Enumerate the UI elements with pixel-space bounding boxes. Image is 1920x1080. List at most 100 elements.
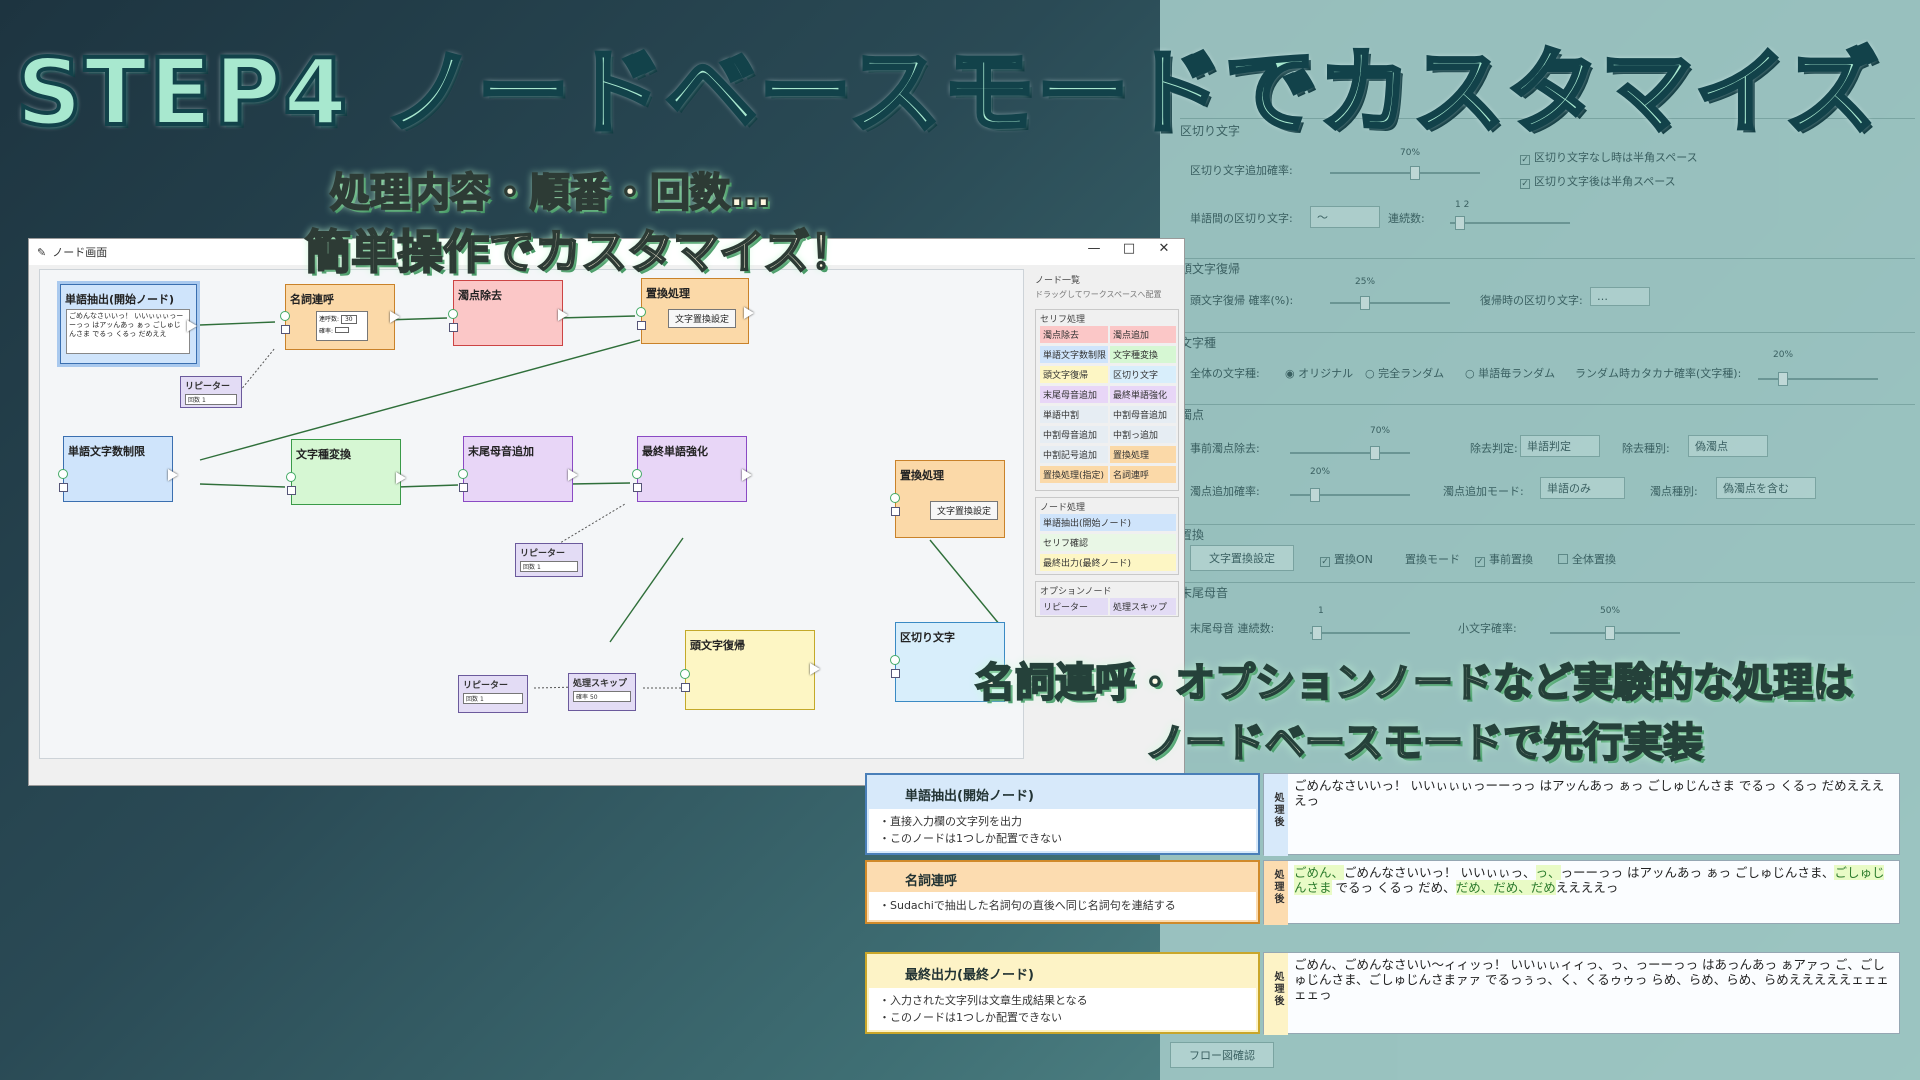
close-icon[interactable]: ✕ bbox=[1158, 241, 1170, 256]
separator-prob-slider[interactable] bbox=[1330, 166, 1480, 180]
node-head-restore[interactable]: 頭文字復帰 bbox=[680, 630, 820, 710]
replace-1-input-port[interactable] bbox=[636, 307, 646, 317]
node-replace-1[interactable]: 置換処理 文字置換設定 bbox=[636, 278, 754, 344]
full-replace-checkbox[interactable]: 全体置換 bbox=[1558, 551, 1616, 567]
palette-item-repeater[interactable]: リピーター bbox=[1040, 598, 1108, 615]
palette-item-noun-repeat[interactable]: 名詞連呼 bbox=[1110, 466, 1176, 483]
replace-on-checkbox[interactable]: ✓置換ON bbox=[1320, 553, 1373, 567]
palette-item-mid-symbol-add[interactable]: 中割記号追加 bbox=[1040, 446, 1108, 463]
repeater-2-count-field[interactable]: 回数 1 bbox=[520, 561, 578, 572]
after-sep-half-space-checkbox[interactable]: ✓区切り文字後は半角スペース bbox=[1520, 175, 1676, 189]
char-type-full-random-radio[interactable]: ○ 完全ランダム bbox=[1365, 367, 1445, 380]
dakuten-remove-input-port[interactable] bbox=[448, 309, 458, 319]
node-separator[interactable]: 区切り文字 bbox=[890, 622, 1005, 702]
palette-item-replace-specified[interactable]: 置換処理(指定) bbox=[1040, 466, 1108, 483]
palette-item-serif-check[interactable]: セリフ確認 bbox=[1040, 534, 1176, 551]
final-word-option-port[interactable] bbox=[633, 483, 642, 492]
noun-repeat-count-input[interactable]: 30 bbox=[340, 315, 357, 324]
node-word-limit[interactable]: 単語文字数制限 bbox=[58, 436, 178, 502]
minimize-icon[interactable]: — bbox=[1087, 241, 1101, 256]
replace-1-settings-button[interactable]: 文字置換設定 bbox=[668, 309, 737, 328]
replace-2-input-port[interactable] bbox=[890, 493, 900, 503]
no-sep-half-space-checkbox[interactable]: ✓区切り文字なし時は半角スペース bbox=[1520, 151, 1698, 165]
noun-repeat-option-port[interactable] bbox=[281, 325, 290, 334]
skip-prob-field[interactable]: 確率 50 bbox=[573, 691, 631, 702]
final-word-input-port[interactable] bbox=[632, 469, 642, 479]
pre-replace-checkbox[interactable]: ✓事前置換 bbox=[1475, 553, 1533, 567]
node-replace-2[interactable]: 置換処理 文字置換設定 bbox=[890, 460, 1005, 538]
palette-item-final-word[interactable]: 最終単語強化 bbox=[1110, 386, 1176, 403]
word-limit-input-port[interactable] bbox=[58, 469, 68, 479]
node-char-type[interactable]: 文字種変換 bbox=[286, 439, 406, 505]
palette-item-final-output[interactable]: 最終出力(最終ノード) bbox=[1040, 554, 1176, 571]
palette-item-mid-vowel-add[interactable]: 中割母音追加 bbox=[1110, 406, 1176, 423]
palette-item-mid-vowel-add-2[interactable]: 中割母音追加 bbox=[1040, 426, 1108, 443]
noun-repeat-input-port[interactable] bbox=[280, 311, 290, 321]
word-limit-output-port[interactable] bbox=[168, 469, 178, 481]
node-repeater-3[interactable]: リピーター 回数 1 bbox=[458, 675, 528, 713]
palette-item-tail-vowel[interactable]: 末尾母音追加 bbox=[1040, 386, 1108, 403]
char-type-option-port[interactable] bbox=[287, 486, 296, 495]
node-tail-vowel[interactable]: 末尾母音追加 bbox=[458, 436, 578, 502]
palette-item-skip[interactable]: 処理スキップ bbox=[1110, 598, 1176, 615]
node-workspace[interactable]: 単語抽出(開始ノード) ごめんなさいいっ！ いいぃぃぃっーーっっ はアッんあっ … bbox=[39, 269, 1024, 759]
flow-chart-button[interactable]: フロー図確認 bbox=[1170, 1042, 1274, 1068]
char-type-original-radio[interactable]: ◉ オリジナル bbox=[1285, 367, 1354, 380]
head-restore-input-port[interactable] bbox=[680, 669, 690, 679]
tail-vowel-option-port[interactable] bbox=[459, 483, 468, 492]
consecutive-slider[interactable] bbox=[1450, 216, 1570, 230]
replace-settings-button[interactable]: 文字置換設定 bbox=[1190, 545, 1294, 571]
char-type-input-port[interactable] bbox=[286, 472, 296, 482]
node-final-word[interactable]: 最終単語強化 bbox=[632, 436, 752, 502]
char-type-output-port[interactable] bbox=[396, 472, 406, 484]
node-repeater-2[interactable]: リピーター 回数 1 bbox=[515, 543, 583, 577]
head-restore-slider[interactable] bbox=[1330, 296, 1450, 310]
tail-vowel-output-port[interactable] bbox=[568, 469, 578, 481]
tail-vowel-count-slider[interactable] bbox=[1310, 626, 1410, 640]
dakuten-type-dropdown[interactable]: 偽濁点を含む bbox=[1716, 477, 1816, 499]
small-char-prob-slider[interactable] bbox=[1550, 626, 1680, 640]
separator-option-port[interactable] bbox=[891, 669, 900, 678]
palette-item-word-extract[interactable]: 単語抽出(開始ノード) bbox=[1040, 514, 1176, 531]
maximize-icon[interactable]: □ bbox=[1122, 241, 1136, 256]
node-repeater-1[interactable]: リピーター 回数 1 bbox=[180, 376, 242, 408]
node-dakuten-remove[interactable]: 濁点除去 bbox=[448, 280, 568, 346]
replace-1-option-port[interactable] bbox=[637, 321, 646, 330]
head-restore-sep-input[interactable]: … bbox=[1590, 287, 1650, 306]
dakuten-add-mode-dropdown[interactable]: 単語のみ bbox=[1540, 477, 1625, 499]
dakuten-remove-option-port[interactable] bbox=[449, 323, 458, 332]
palette-item-mid-tsu-add[interactable]: 中割っ追加 bbox=[1110, 426, 1176, 443]
repeater-3-count-field[interactable]: 回数 1 bbox=[463, 693, 523, 704]
palette-item-dakuten-remove[interactable]: 濁点除去 bbox=[1040, 326, 1108, 343]
char-type-word-random-radio[interactable]: ○ 単語毎ランダム bbox=[1465, 367, 1556, 380]
palette-item-separator[interactable]: 区切り文字 bbox=[1110, 366, 1176, 383]
palette-item-head-restore[interactable]: 頭文字復帰 bbox=[1040, 366, 1108, 383]
noun-repeat-prob-input[interactable] bbox=[334, 327, 349, 333]
palette-item-dakuten-add[interactable]: 濁点追加 bbox=[1110, 326, 1176, 343]
palette-item-char-type[interactable]: 文字種変換 bbox=[1110, 346, 1176, 363]
start-node-output-port[interactable] bbox=[187, 320, 197, 332]
start-node-input[interactable]: ごめんなさいいっ！ いいぃぃぃっーーっっ はアッんあっ ぁっ ごしゅじんさま で… bbox=[66, 309, 190, 354]
node-word-extract-start[interactable]: 単語抽出(開始ノード) ごめんなさいいっ！ いいぃぃぃっーーっっ はアッんあっ … bbox=[60, 284, 197, 364]
replace-2-option-port[interactable] bbox=[891, 507, 900, 516]
dakuten-remove-output-port[interactable] bbox=[558, 309, 568, 321]
word-limit-option-port[interactable] bbox=[59, 483, 68, 492]
remove-judge-dropdown[interactable]: 単語判定 bbox=[1520, 435, 1600, 457]
replace-2-settings-button[interactable]: 文字置換設定 bbox=[930, 501, 999, 520]
tail-vowel-input-port[interactable] bbox=[458, 469, 468, 479]
noun-repeat-output-port[interactable] bbox=[390, 311, 400, 323]
separator-input-port[interactable] bbox=[890, 655, 900, 665]
replace-1-output-port[interactable] bbox=[744, 307, 754, 319]
dakuten-add-prob-slider[interactable] bbox=[1290, 488, 1410, 502]
node-skip[interactable]: 処理スキップ 確率 50 bbox=[568, 673, 636, 711]
katakana-prob-slider[interactable] bbox=[1758, 372, 1878, 386]
palette-item-replace[interactable]: 置換処理 bbox=[1110, 446, 1176, 463]
between-words-input[interactable]: 〜 bbox=[1310, 206, 1380, 228]
head-restore-output-port[interactable] bbox=[810, 663, 820, 675]
pre-remove-slider[interactable] bbox=[1290, 446, 1410, 460]
palette-item-word-split[interactable]: 単語中割 bbox=[1040, 406, 1108, 423]
palette-item-word-limit[interactable]: 単語文字数制限 bbox=[1040, 346, 1108, 363]
node-noun-repeat[interactable]: 名詞連呼 連呼数: 30 確率: bbox=[280, 284, 400, 350]
final-word-output-port[interactable] bbox=[742, 469, 752, 481]
remove-type-dropdown[interactable]: 偽濁点 bbox=[1688, 435, 1768, 457]
